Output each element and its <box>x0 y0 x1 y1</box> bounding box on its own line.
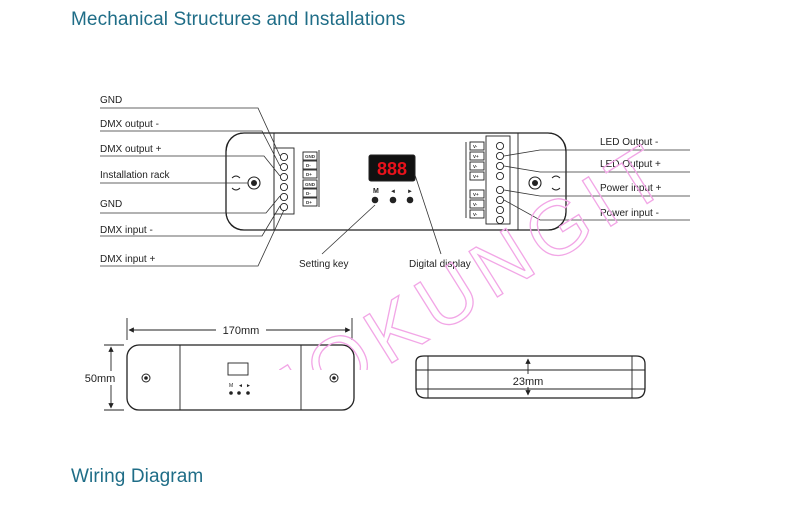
tag-text: D+ <box>306 172 312 177</box>
label-setting-key: Setting key <box>299 259 348 270</box>
label-dmx-output-plus: DMX output + <box>100 144 162 155</box>
label-dmx-input-minus: DMX input - <box>100 225 153 236</box>
label-dmx-output-minus: DMX output - <box>100 119 159 130</box>
right-mount-screw <box>528 176 542 190</box>
tag-text: D- <box>306 163 311 168</box>
left-end-cap <box>225 132 275 231</box>
dimension-top-view: M ◄ ► 170mm 50mm <box>82 318 355 411</box>
tag-text: V- <box>473 144 478 149</box>
label-led-output-minus: LED Output - <box>600 137 658 148</box>
tag-text: V- <box>473 164 478 169</box>
label-power-input-minus: Power input - <box>600 208 659 219</box>
label-gnd-2: GND <box>100 199 122 210</box>
dim-length: 170mm <box>223 325 260 337</box>
label-gnd-1: GND <box>100 95 122 106</box>
tag-text: V- <box>473 212 478 217</box>
tag-text: D- <box>306 191 311 196</box>
tag-text: GND <box>305 154 316 159</box>
dim-height: 23mm <box>513 376 544 388</box>
display-digits: 888 <box>377 159 407 179</box>
tag-text: D+ <box>306 200 312 205</box>
label-dmx-input-plus: DMX input + <box>100 254 155 265</box>
left-mount-screw <box>247 176 261 190</box>
label-power-input-plus: Power input + <box>600 183 662 194</box>
section-title-wiring: Wiring Diagram <box>71 466 204 487</box>
right-terminal-screws <box>495 141 505 225</box>
right-terminal-tags: V- V+ V- V+ V+ V- V- <box>469 141 485 219</box>
dim-width: 50mm <box>85 373 116 385</box>
tag-text: GND <box>305 182 316 187</box>
right-callouts: LED Output - LED Output + Power input + … <box>503 137 690 221</box>
controller-top-view: GND D- D+ GND D- D+ 888 M ◄ ► <box>225 132 567 231</box>
tag-text: V+ <box>473 174 479 179</box>
tag-text: V+ <box>473 154 479 159</box>
up-key-button[interactable] <box>406 196 414 204</box>
mode-key-button[interactable] <box>371 196 379 204</box>
right-end-cap <box>517 132 567 231</box>
svg-text:M: M <box>229 383 233 389</box>
left-terminal-block <box>273 147 295 215</box>
label-digital-display: Digital display <box>409 259 471 270</box>
svg-text:◄: ◄ <box>238 383 243 389</box>
key-label-right: ► <box>407 189 413 195</box>
down-key-button[interactable] <box>389 196 397 204</box>
label-led-output-plus: LED Output + <box>600 159 661 170</box>
right-terminal-block <box>485 135 511 225</box>
section-title-mechanical: Mechanical Structures and Installations <box>71 9 406 30</box>
svg-text:►: ► <box>246 383 251 389</box>
tag-text: V+ <box>473 192 479 197</box>
left-terminal-screws <box>279 152 289 212</box>
setting-keys: M ◄ ► <box>371 188 414 204</box>
digital-display: 888 <box>368 154 416 182</box>
key-label-m: M <box>373 188 379 195</box>
left-callouts: GND DMX output - DMX output + Installati… <box>100 95 285 267</box>
key-label-left: ◄ <box>390 189 396 195</box>
tag-text: V- <box>473 202 478 207</box>
bottom-callouts: Setting key Digital display <box>299 174 471 270</box>
label-installation-rack: Installation rack <box>100 170 170 181</box>
left-terminal-tags: GND D- D+ GND D- D+ <box>302 151 318 207</box>
dimension-side-view: 23mm <box>415 355 646 399</box>
